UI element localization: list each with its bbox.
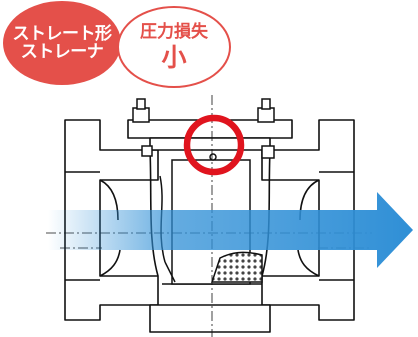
mesh bbox=[210, 251, 263, 283]
bolts bbox=[132, 98, 275, 159]
bottom-plug bbox=[149, 304, 271, 333]
pressure-loss-label: 圧力損失 bbox=[140, 21, 208, 42]
flow-arrow-icon bbox=[48, 192, 413, 268]
cover bbox=[127, 119, 293, 139]
type-badge: ストレート形 ストレーナ bbox=[3, 1, 121, 85]
type-badge-line1: ストレート形 bbox=[12, 23, 113, 44]
highlight-ring-icon bbox=[183, 114, 245, 176]
type-badge-line2: ストレーナ bbox=[20, 42, 104, 62]
pressure-loss-badge: 圧力損失 小 bbox=[117, 6, 231, 88]
pressure-loss-value: 小 bbox=[161, 43, 187, 73]
